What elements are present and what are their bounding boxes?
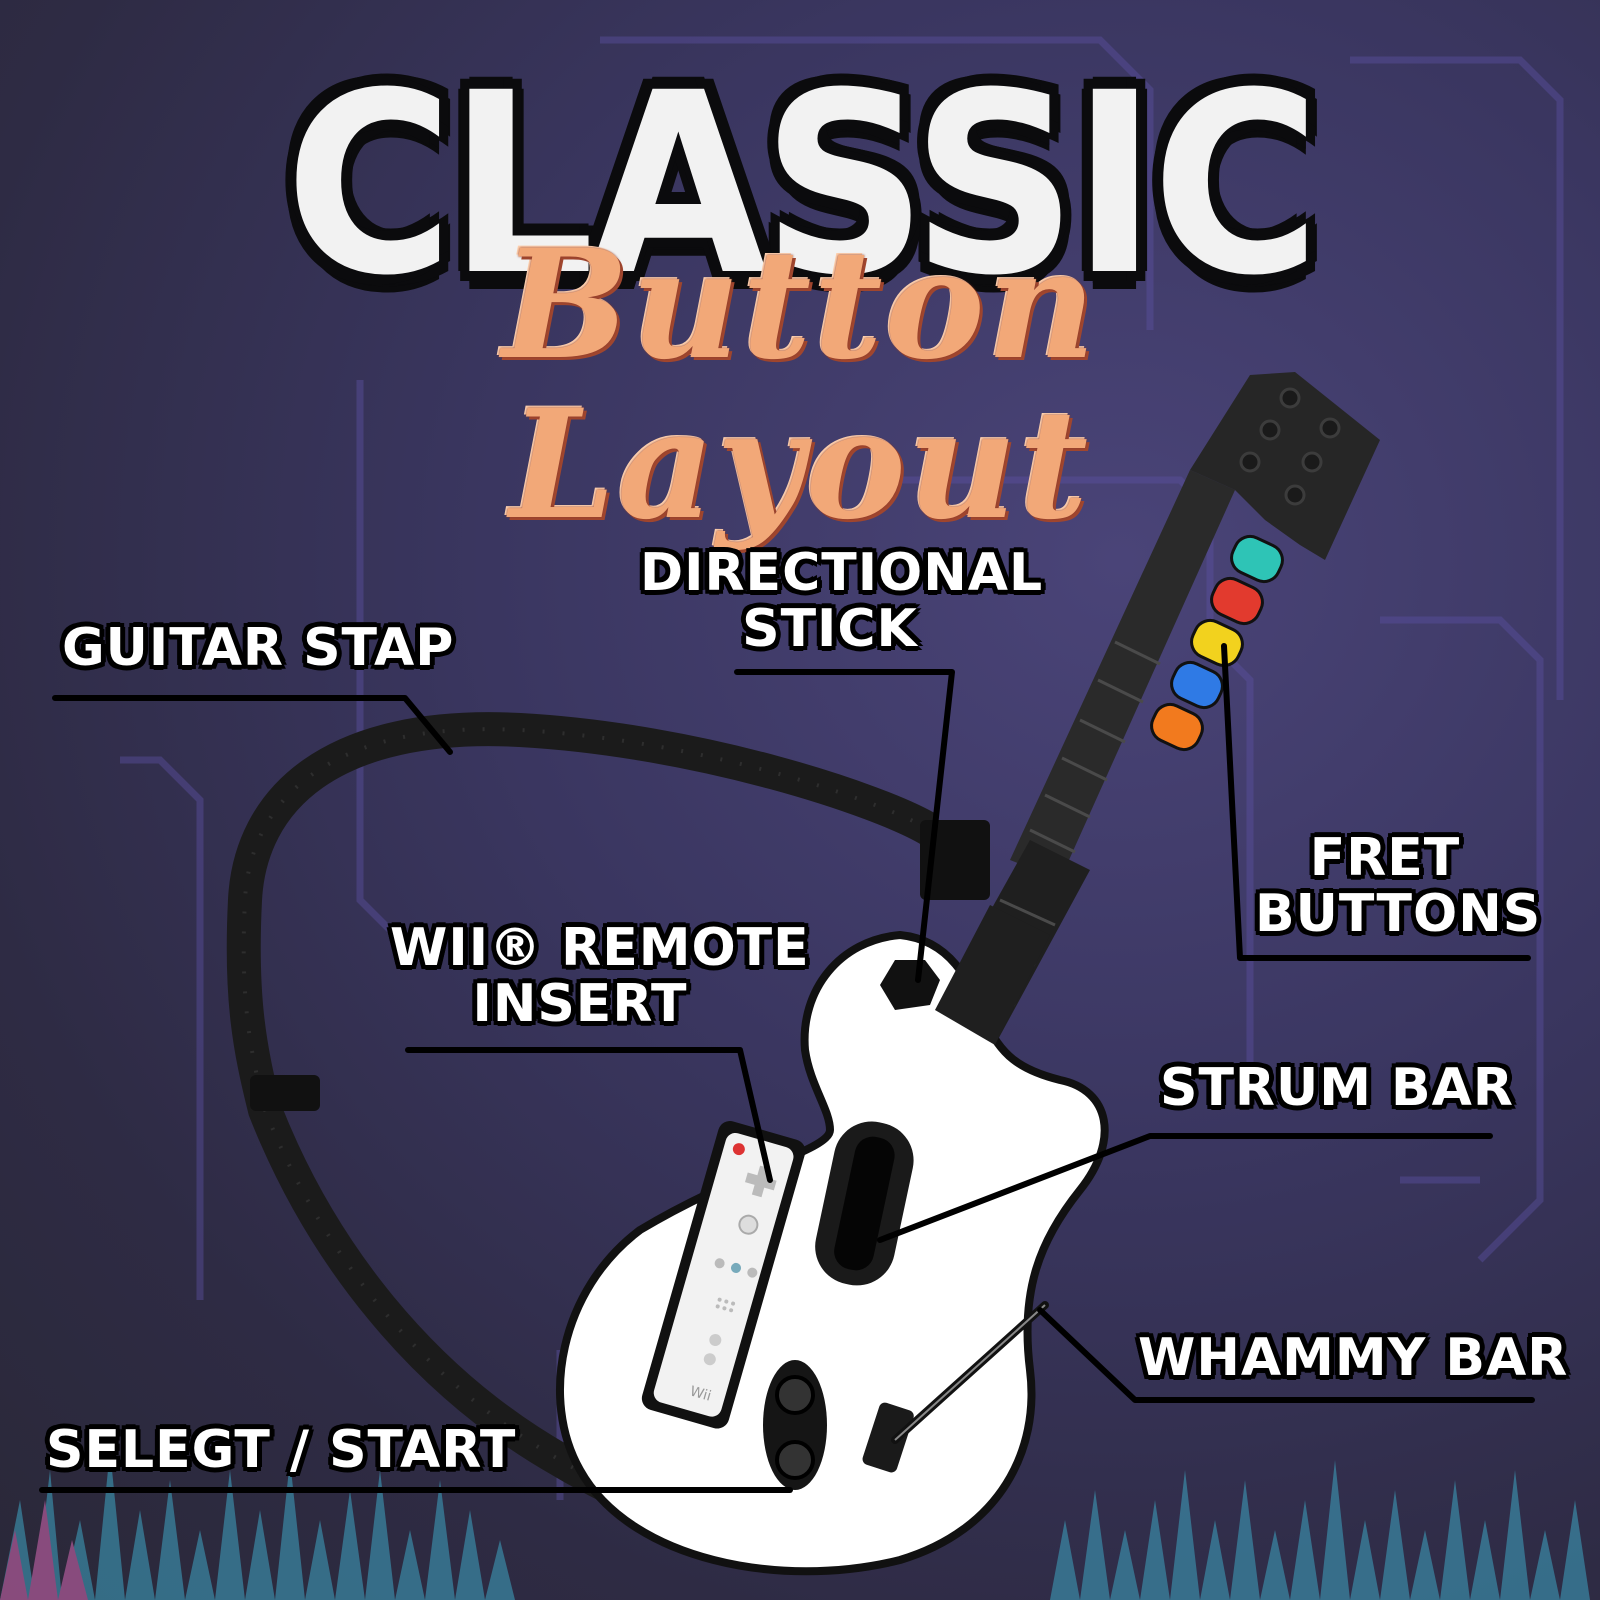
strap-loop — [920, 820, 990, 900]
dpad-icon — [745, 1165, 777, 1198]
leader-fret-buttons — [1221, 643, 1531, 961]
label-directional-stick-line1: DIRECTIONAL — [640, 543, 1044, 603]
label-whammy-bar: WHAMMY BAR — [1138, 1328, 1569, 1388]
leader-wii-remote — [405, 1047, 773, 1183]
wii-logo: Wii — [688, 1383, 713, 1404]
fret-buttons — [1150, 534, 1284, 752]
label-guitar-strap: GUITAR STAP — [62, 618, 455, 678]
leader-directional-stick — [734, 669, 955, 983]
directional-stick — [880, 960, 940, 1010]
select-start-buttons — [763, 1360, 827, 1490]
label-fret-buttons-line1: FRET — [1309, 828, 1461, 888]
label-directional-stick: DIRECTIONAL STICK — [640, 543, 1044, 659]
title-main: CLASSIC — [284, 39, 1321, 330]
label-select-start: SELEGT / START — [46, 1420, 517, 1480]
strap-buckle — [250, 1075, 320, 1111]
leader-guitar-strap — [52, 695, 453, 755]
label-wii-remote-line1: WII® REMOTE — [390, 918, 810, 978]
strum-bar — [815, 1121, 914, 1286]
leader-whammy-bar — [1037, 1307, 1535, 1403]
label-wii-remote-insert: WII® REMOTE INSERT — [390, 918, 810, 1034]
wii-remote — [653, 1132, 794, 1417]
title-script: Button Layout — [502, 217, 1098, 553]
label-fret-buttons: FRET BUTTONS — [1255, 828, 1542, 944]
label-strum-bar: STRUM BAR — [1160, 1058, 1514, 1118]
fret-button-yellow — [1190, 618, 1244, 668]
whammy-bar — [862, 1301, 1049, 1473]
leader-strum-bar — [877, 1133, 1493, 1243]
fret-button-green — [1230, 534, 1284, 584]
label-wii-remote-line2: INSERT — [472, 974, 688, 1034]
guitar-strap — [226, 712, 939, 1546]
label-fret-buttons-line2: BUTTONS — [1255, 884, 1542, 944]
fret-button-orange — [1150, 702, 1204, 752]
label-directional-stick-line2: STICK — [742, 599, 918, 659]
fret-button-blue — [1170, 660, 1224, 710]
fret-button-red — [1210, 576, 1264, 626]
wii-remote-insert: Wii — [641, 1121, 806, 1429]
audio-waveform — [0, 1450, 1590, 1600]
